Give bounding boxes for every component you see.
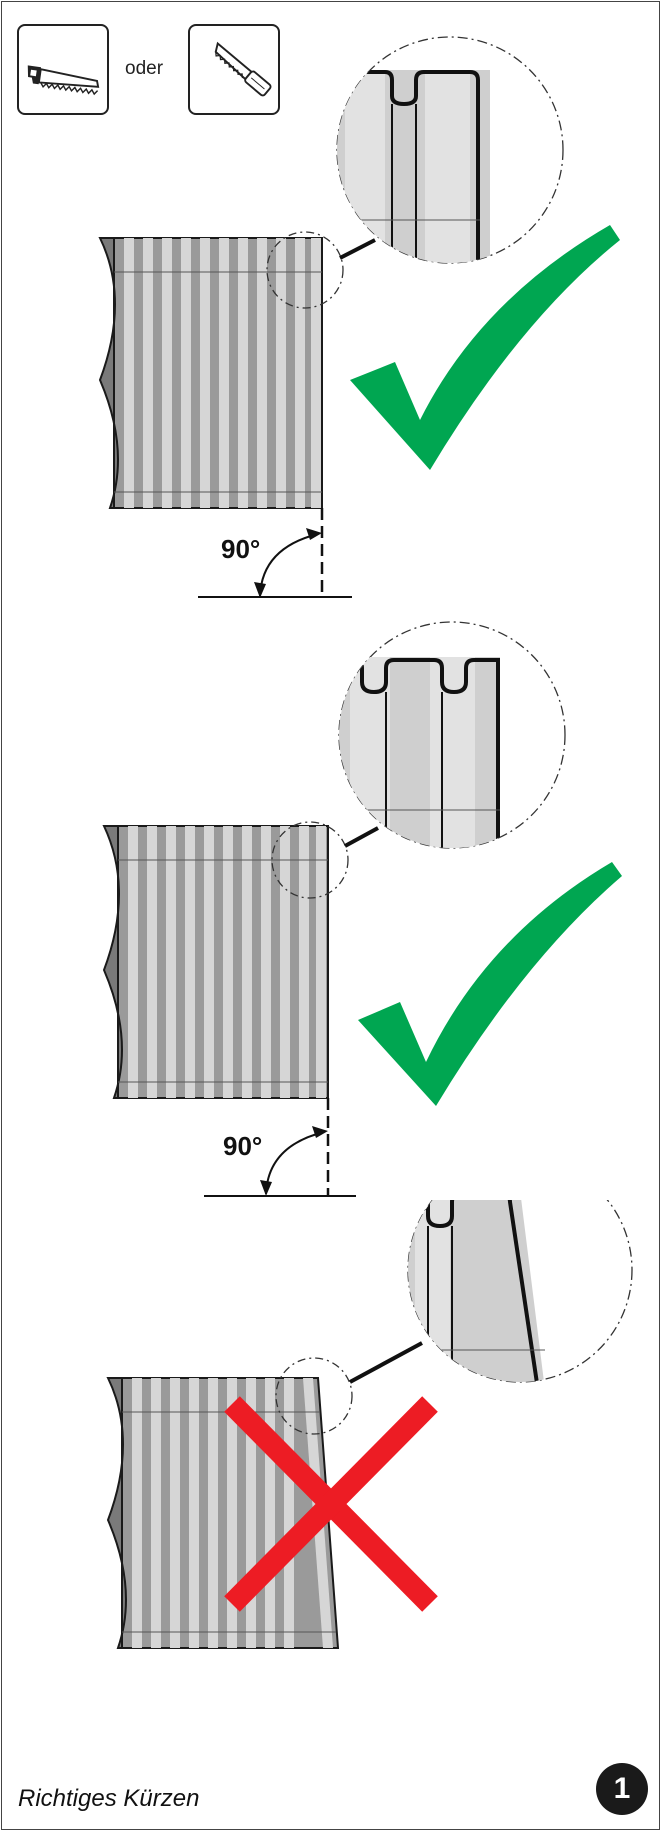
red-cross-icon: [224, 1396, 438, 1612]
figure-caption: Richtiges Kürzen: [18, 1785, 200, 1812]
angle-indicator: 90°: [198, 508, 352, 598]
panel-correct-cut-1: 90°: [0, 0, 663, 600]
angle-label: 90°: [221, 534, 260, 564]
green-checkmark-icon: [358, 862, 622, 1106]
detail-magnifier: [407, 1200, 633, 1383]
figure-number-badge: 1: [596, 1763, 648, 1815]
angle-indicator: 90°: [204, 1098, 356, 1197]
detail-magnifier: [338, 621, 566, 849]
corrugated-pipe: [106, 1377, 340, 1649]
panel-correct-cut-2: 90°: [0, 600, 663, 1200]
pipe-ribs: [124, 238, 321, 508]
serrated-knife-icon: [188, 24, 280, 115]
green-checkmark-icon: [350, 225, 620, 470]
tool-separator-label: oder: [125, 58, 164, 79]
handsaw-icon: [17, 24, 109, 115]
corrugated-pipe: [98, 237, 323, 509]
corrugated-pipe: [102, 825, 329, 1099]
panel-incorrect-cut: [0, 1200, 663, 1760]
detail-magnifier: [336, 36, 564, 264]
angle-label: 90°: [223, 1131, 262, 1161]
